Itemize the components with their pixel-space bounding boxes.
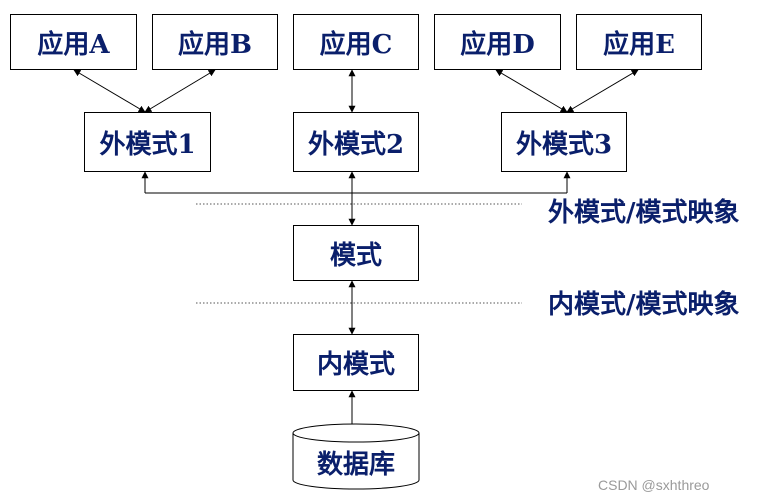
schema-box: 模式: [293, 225, 419, 281]
internal-mapping-label: 内模式/模式映象: [548, 290, 740, 320]
external-schema-1-box: 外模式1: [84, 112, 211, 172]
connector-appA-ext1: [73, 69, 146, 113]
app-b-label: 应用B: [178, 29, 252, 60]
internal-schema-box: 内模式: [293, 334, 419, 391]
app-c-box: 应用C: [293, 14, 419, 70]
external-schema-2-box: 外模式2: [293, 112, 419, 172]
database-cylinder-top: [292, 423, 420, 443]
app-e-box: 应用E: [576, 14, 702, 70]
external-schema-3-label: 外模式3: [515, 129, 613, 160]
internal-schema-label: 内模式: [316, 350, 395, 380]
external-schema-2-label: 外模式2: [307, 129, 405, 160]
external-schema-3-box: 外模式3: [501, 112, 627, 172]
watermark: CSDN @sxhthreo: [598, 477, 710, 493]
app-a-box: 应用A: [10, 14, 137, 70]
connector-appE-ext3: [566, 69, 639, 113]
database-cylinder: [292, 433, 420, 490]
connector-appB-ext1: [144, 69, 216, 113]
schema-label: 模式: [329, 240, 382, 271]
connector-appD-ext3: [495, 69, 568, 113]
external-mapping-label: 外模式/模式映象: [548, 198, 740, 228]
app-c-label: 应用C: [319, 29, 393, 60]
app-e-label: 应用E: [603, 29, 675, 60]
database-label: 数据库: [316, 450, 395, 480]
app-d-label: 应用D: [460, 29, 535, 60]
app-a-label: 应用A: [37, 29, 110, 60]
external-schema-1-label: 外模式1: [99, 129, 196, 160]
app-b-box: 应用B: [152, 14, 278, 70]
app-d-box: 应用D: [434, 14, 561, 70]
